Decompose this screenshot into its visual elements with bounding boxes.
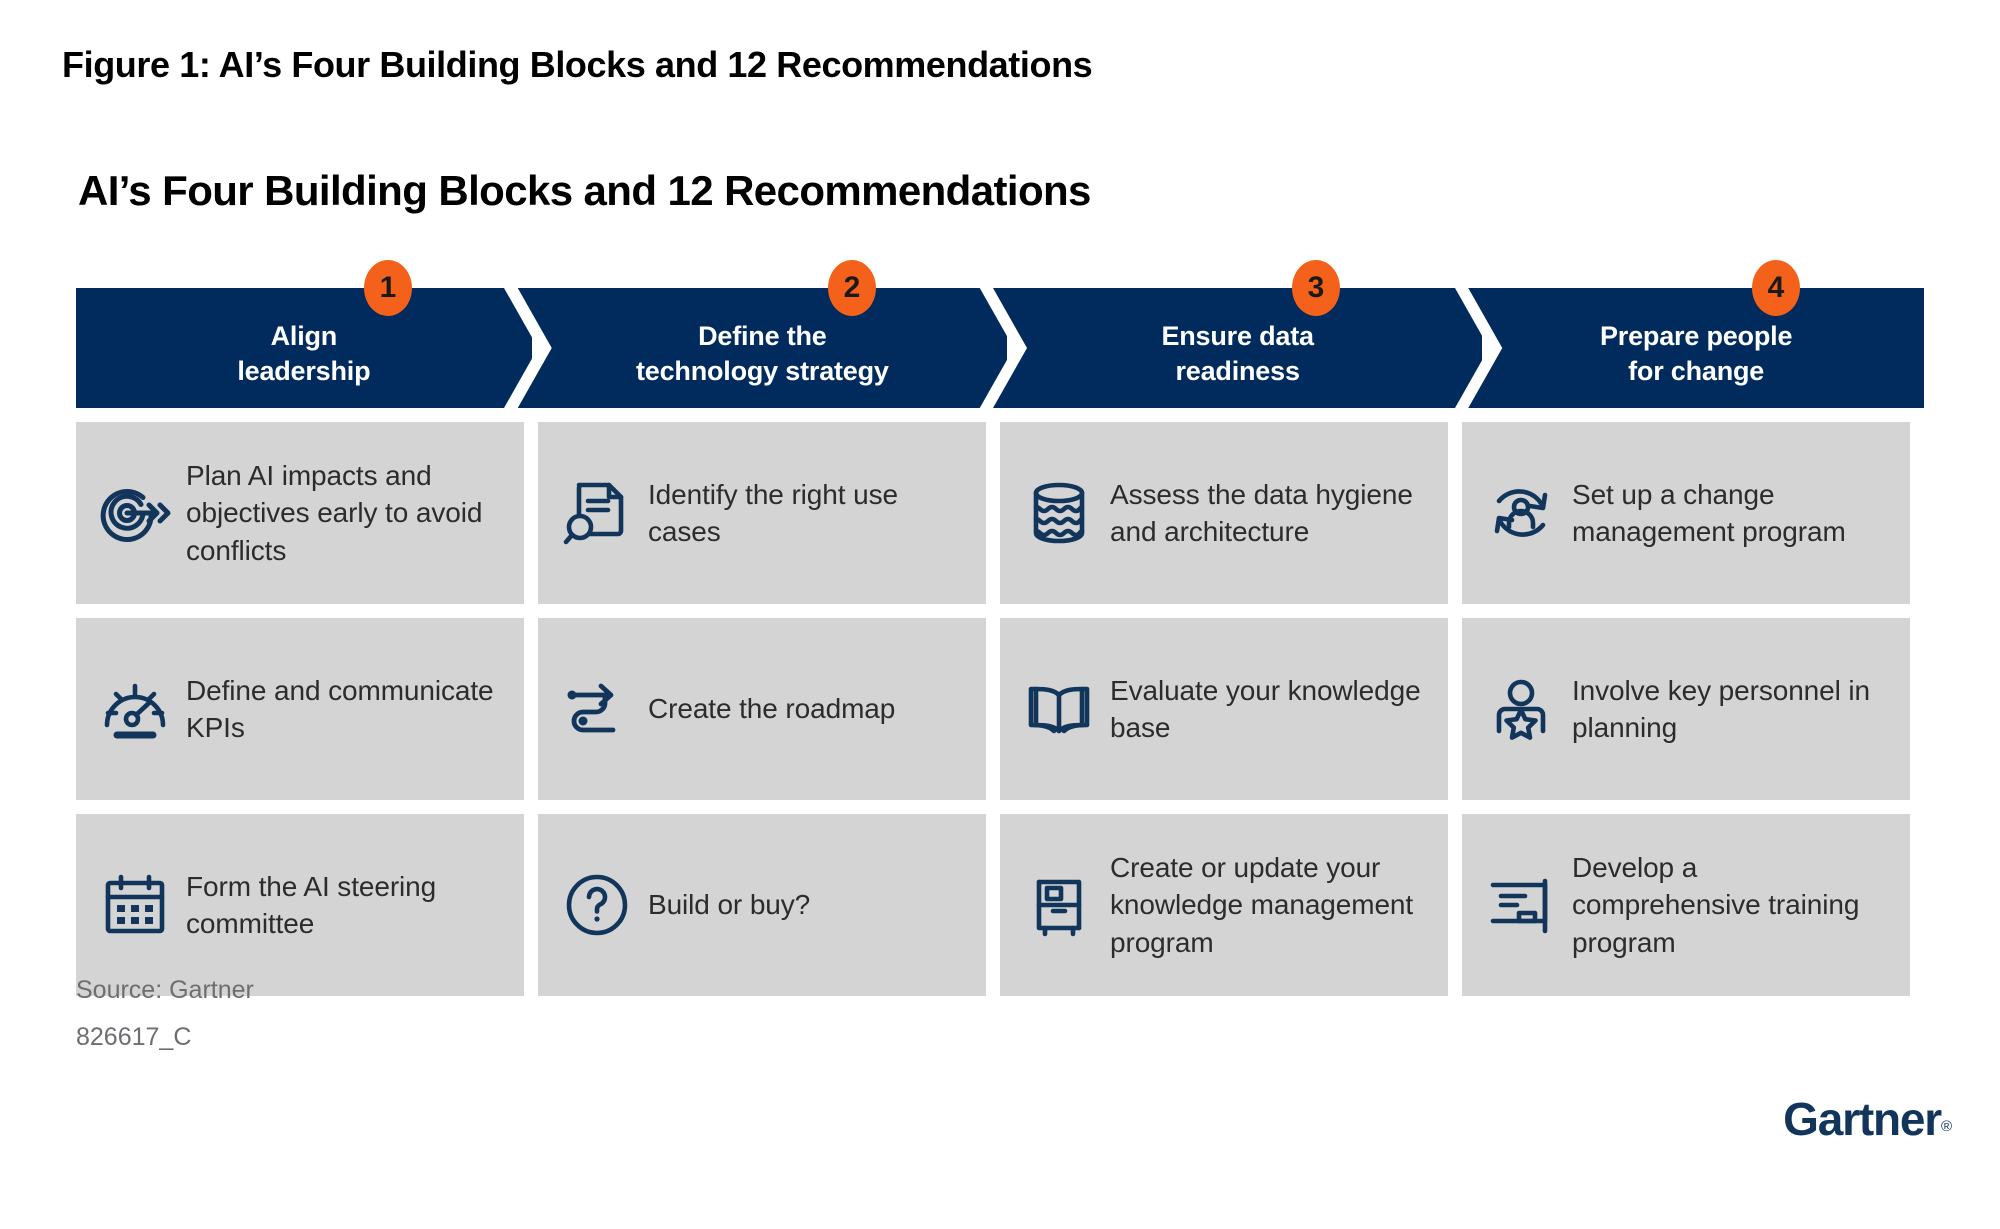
column-header-4-label: Prepare people for change [1576, 319, 1816, 388]
recommendation-cell-c4-r2[interactable]: Involve key personnel in planning [1462, 618, 1910, 800]
recommendation-cell-c2-r2[interactable]: Create the roadmap [538, 618, 986, 800]
column-header-1-line1: Align [270, 321, 338, 352]
step-number-badge-2: 2 [828, 260, 876, 316]
header-chevron-band: Align leadership Define the technology s… [76, 260, 1924, 408]
document-id: 826617_C [76, 1023, 192, 1051]
question-mark-circle-icon [560, 868, 634, 942]
column-header-4[interactable]: Prepare people for change [1468, 288, 1924, 408]
presentation-board-icon [1484, 868, 1558, 942]
recommendation-text: Involve key personnel in planning [1572, 674, 1870, 743]
document-magnifier-icon [560, 476, 634, 550]
source-block: Source: Gartner 826617_C [76, 978, 254, 1050]
recommendation-text: Define and communicate KPIs [186, 674, 494, 743]
column-header-1[interactable]: Align leadership [76, 288, 532, 408]
gartner-logo: Gartner® [1783, 1092, 1952, 1146]
column-header-2-line1: Define the [698, 321, 827, 352]
recommendation-cell-c1-r3[interactable]: Form the AI steering committee [76, 814, 524, 996]
recommendation-text: Build or buy? [648, 889, 811, 921]
column-header-1-line2: leadership [237, 356, 371, 386]
open-book-icon [1022, 672, 1096, 746]
recommendation-cell-c3-r2[interactable]: Evaluate your knowledge base [1000, 618, 1448, 800]
file-cabinet-icon [1022, 868, 1096, 942]
recommendation-cell-c4-r1[interactable]: Set up a change management program [1462, 422, 1910, 604]
step-number-badge-1: 1 [364, 260, 412, 316]
recommendation-text: Assess the data hygiene and architecture [1110, 478, 1413, 547]
column-header-3-line2: readiness [1175, 356, 1300, 386]
registered-trademark-icon: ® [1940, 1118, 1952, 1135]
recommendation-row-1: Plan AI impacts and objectives early to … [76, 422, 1924, 604]
recommendation-cell-c1-r1[interactable]: Plan AI impacts and objectives early to … [76, 422, 524, 604]
winding-road-arrow-icon [560, 672, 634, 746]
recommendation-text: Plan AI impacts and objectives early to … [186, 460, 483, 566]
column-header-2-line2: technology strategy [635, 356, 889, 386]
column-header-2[interactable]: Define the technology strategy [517, 288, 1007, 408]
step-number-badge-3: 3 [1292, 260, 1340, 316]
column-header-4-line1: Prepare people [1599, 321, 1793, 352]
recommendation-text: Identify the right use cases [648, 478, 898, 547]
figure-caption: Figure 1: AI’s Four Building Blocks and … [62, 44, 1093, 85]
recommendation-text: Create the roadmap [648, 693, 896, 725]
recommendation-cell-c3-r1[interactable]: Assess the data hygiene and architecture [1000, 422, 1448, 604]
database-waves-icon [1022, 476, 1096, 550]
person-refresh-cycle-icon [1484, 476, 1558, 550]
recommendation-text: Set up a change management program [1572, 478, 1846, 547]
column-header-3[interactable]: Ensure data readiness [993, 288, 1483, 408]
building-blocks-matrix: Align leadership Define the technology s… [76, 260, 1924, 996]
recommendation-row-2: Define and communicate KPIs Create the r… [76, 618, 1924, 800]
recommendation-cell-c3-r3[interactable]: Create or update your knowledge manageme… [1000, 814, 1448, 996]
source-label: Source: Gartner [76, 976, 254, 1004]
column-header-2-label: Define the technology strategy [612, 319, 913, 388]
person-star-icon [1484, 672, 1558, 746]
recommendation-text: Evaluate your knowledge base [1110, 674, 1421, 743]
recommendation-text: Develop a comprehensive training program [1572, 852, 1860, 958]
target-arrow-icon [98, 476, 172, 550]
column-header-1-label: Align leadership [213, 319, 394, 388]
column-header-4-line2: for change [1628, 356, 1765, 386]
recommendation-cell-c1-r2[interactable]: Define and communicate KPIs [76, 618, 524, 800]
recommendation-cell-c2-r3[interactable]: Build or buy? [538, 814, 986, 996]
step-number-badge-4: 4 [1752, 260, 1800, 316]
recommendation-text: Create or update your knowledge manageme… [1110, 852, 1414, 958]
recommendation-row-3: Form the AI steering committee Build or … [76, 814, 1924, 996]
recommendation-cell-c4-r3[interactable]: Develop a comprehensive training program [1462, 814, 1910, 996]
page-title: AI’s Four Building Blocks and 12 Recomme… [78, 167, 1091, 214]
gartner-logo-text: Gartner [1783, 1093, 1942, 1145]
speedometer-icon [98, 672, 172, 746]
column-header-3-label: Ensure data readiness [1137, 319, 1337, 388]
recommendation-text: Form the AI steering committee [186, 870, 437, 939]
column-header-3-line1: Ensure data [1161, 321, 1314, 352]
recommendation-cell-c2-r1[interactable]: Identify the right use cases [538, 422, 986, 604]
calendar-icon [98, 868, 172, 942]
